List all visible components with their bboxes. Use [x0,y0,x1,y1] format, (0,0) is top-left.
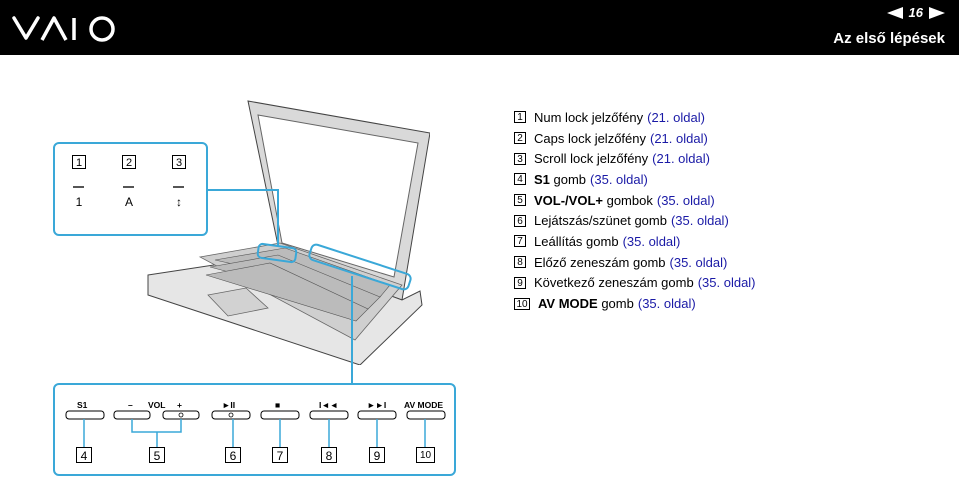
callout-number-6: 6 [225,447,241,463]
component-list: 1 Num lock jelzőfény (21. oldal) 2 Caps … [514,107,756,314]
next-track-icon: ►►I [367,400,387,410]
item-label: VOL-/VOL+ gombok [534,193,653,208]
play-pause-icon: ►II [222,400,236,410]
previous-page-icon[interactable] [886,6,903,19]
page-reference-link[interactable]: (35. oldal) [670,213,729,229]
previous-track-icon: I◄◄ [319,400,339,410]
item-number: 4 [514,173,526,186]
page-reference-link[interactable]: (35. oldal) [669,254,728,270]
page-reference-link[interactable]: (21. oldal) [650,130,708,146]
item-label: Leállítás gomb [534,233,619,249]
s1-button-label: S1 [77,400,88,410]
item-number: 3 [514,152,526,165]
vol-label: VOL [148,400,166,410]
stop-icon: ■ [275,400,281,410]
scroll-lock-led [173,186,184,188]
item-number: 7 [514,235,526,248]
item-number: 8 [514,256,526,269]
item-number: 1 [514,111,526,124]
item-label: Lejátszás/szünet gomb [534,213,667,229]
lock-indicator-callout [53,142,208,236]
media-buttons-callout [53,383,456,476]
item-number: 10 [514,297,530,310]
callout-number-8: 8 [321,447,337,463]
list-item: 10 AV MODE gomb (35. oldal) [514,293,756,314]
callout-number-3: 3 [172,155,186,169]
laptop-illustration [147,100,430,365]
page-reference-link[interactable]: (35. oldal) [656,192,715,208]
vol-minus-label: – [128,400,133,410]
item-label-bold: VOL-/VOL+ [534,192,603,208]
caps-lock-led [123,186,134,188]
list-item: 9 Következő zeneszám gomb (35. oldal) [514,273,756,294]
item-label-bold: AV MODE [538,296,598,312]
item-label-rest: gomb [597,296,634,312]
item-label: S1 gomb [534,172,586,187]
list-item: 8 Előző zeneszám gomb (35. oldal) [514,252,756,273]
page-reference-link[interactable]: (21. oldal) [652,151,710,167]
callout-number-1: 1 [72,155,86,169]
page-navigation: 16 [886,5,945,20]
page-reference-link[interactable]: (21. oldal) [647,109,705,125]
item-label-bold: S1 [534,171,550,187]
next-page-icon[interactable] [929,6,945,19]
vaio-logo [12,16,115,42]
callout-number-7: 7 [272,447,288,463]
item-number: 6 [514,214,526,227]
list-item: 6 Lejátszás/szünet gomb (35. oldal) [514,210,756,231]
callout-number-9: 9 [369,447,385,463]
page-reference-link[interactable]: (35. oldal) [590,171,648,187]
item-number: 9 [514,276,526,289]
list-item: 2 Caps lock jelzőfény (21. oldal) [514,128,756,149]
item-label: Num lock jelzőfény [534,109,644,125]
item-label: AV MODE gomb [538,296,634,311]
scroll-lock-icon: ↕ [176,195,182,209]
page-number: 16 [908,5,923,20]
vol-plus-label: + [177,400,182,410]
item-number: 5 [514,194,526,207]
list-item: 4 S1 gomb (35. oldal) [514,169,756,190]
num-lock-led [73,186,84,188]
callout-number-4: 4 [76,447,92,463]
callout-number-10: 10 [416,447,435,463]
page-header: 16 Az első lépések [0,0,959,55]
item-label: Caps lock jelzőfény [534,130,646,146]
page-reference-link[interactable]: (35. oldal) [622,233,681,249]
list-item: 5 VOL-/VOL+ gombok (35. oldal) [514,190,756,211]
caps-lock-icon: A [124,195,133,209]
page-reference-link[interactable]: (35. oldal) [637,296,696,312]
page-reference-link[interactable]: (35. oldal) [697,275,756,291]
callout-number-5: 5 [149,447,165,463]
num-lock-icon: 1 [75,195,83,209]
list-item: 3 Scroll lock jelzőfény (21. oldal) [514,148,756,169]
item-label-rest: gomb [549,171,587,187]
list-item: 1 Num lock jelzőfény (21. oldal) [514,107,756,128]
item-label: Előző zeneszám gomb [534,254,666,270]
item-label-rest: gombok [602,192,653,208]
item-label: Következő zeneszám gomb [534,275,694,291]
item-label: Scroll lock jelzőfény [534,151,649,167]
av-mode-label: AV MODE [404,400,444,410]
section-title: Az első lépések [833,30,945,47]
list-item: 7 Leállítás gomb (35. oldal) [514,231,756,252]
callout-number-2: 2 [122,155,136,169]
item-number: 2 [514,132,526,145]
